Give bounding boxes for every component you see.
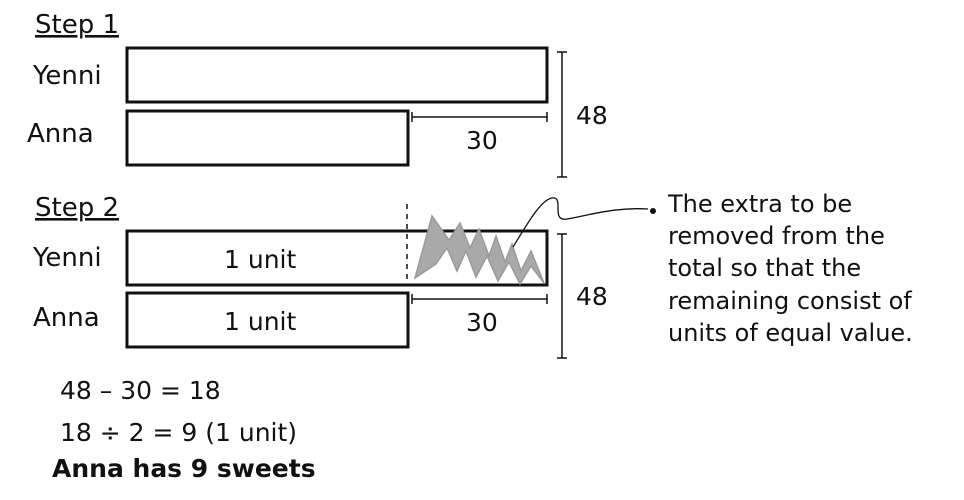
step2-extra-bracket <box>411 294 548 304</box>
annotation-line: removed from the <box>668 222 885 250</box>
step1-extra-bracket <box>411 112 548 122</box>
annotation-text: The extra to be removed from the total s… <box>667 190 913 347</box>
step2-anna-label: Anna <box>33 303 100 333</box>
step1-total-bracket <box>557 51 567 178</box>
step2-total-value: 48 <box>576 282 608 311</box>
answer-statement: Anna has 9 sweets <box>52 454 316 483</box>
annotation-line: units of equal value. <box>668 319 913 347</box>
callout-dot <box>650 208 656 214</box>
step1-anna-bar <box>125 109 410 167</box>
step2-yenni-unit: 1 unit <box>224 245 296 274</box>
step2-heading: Step 2 <box>35 193 119 223</box>
step1-heading: Step 1 <box>35 10 119 40</box>
step1-yenni-bar <box>125 46 549 104</box>
step1-yenni-label: Yenni <box>32 61 102 91</box>
working-line-2: 18 ÷ 2 = 9 (1 unit) <box>60 418 297 447</box>
callout-connector-line <box>512 197 649 248</box>
step2-total-bracket <box>557 233 567 359</box>
step2-anna-bar <box>125 291 410 349</box>
annotation-line: total so that the <box>668 254 861 282</box>
step2-anna-unit: 1 unit <box>224 307 296 336</box>
annotation-line: remaining consist of <box>668 287 912 315</box>
removed-extra-scribble <box>413 214 545 286</box>
step1-total-value: 48 <box>576 101 608 130</box>
step1-extra-value: 30 <box>466 126 498 155</box>
annotation-line: The extra to be <box>667 190 852 218</box>
step2-yenni-label: Yenni <box>32 243 102 273</box>
working-line-1: 48 – 30 = 18 <box>60 376 221 405</box>
step1-anna-label: Anna <box>27 119 94 149</box>
step2-extra-value: 30 <box>466 308 498 337</box>
